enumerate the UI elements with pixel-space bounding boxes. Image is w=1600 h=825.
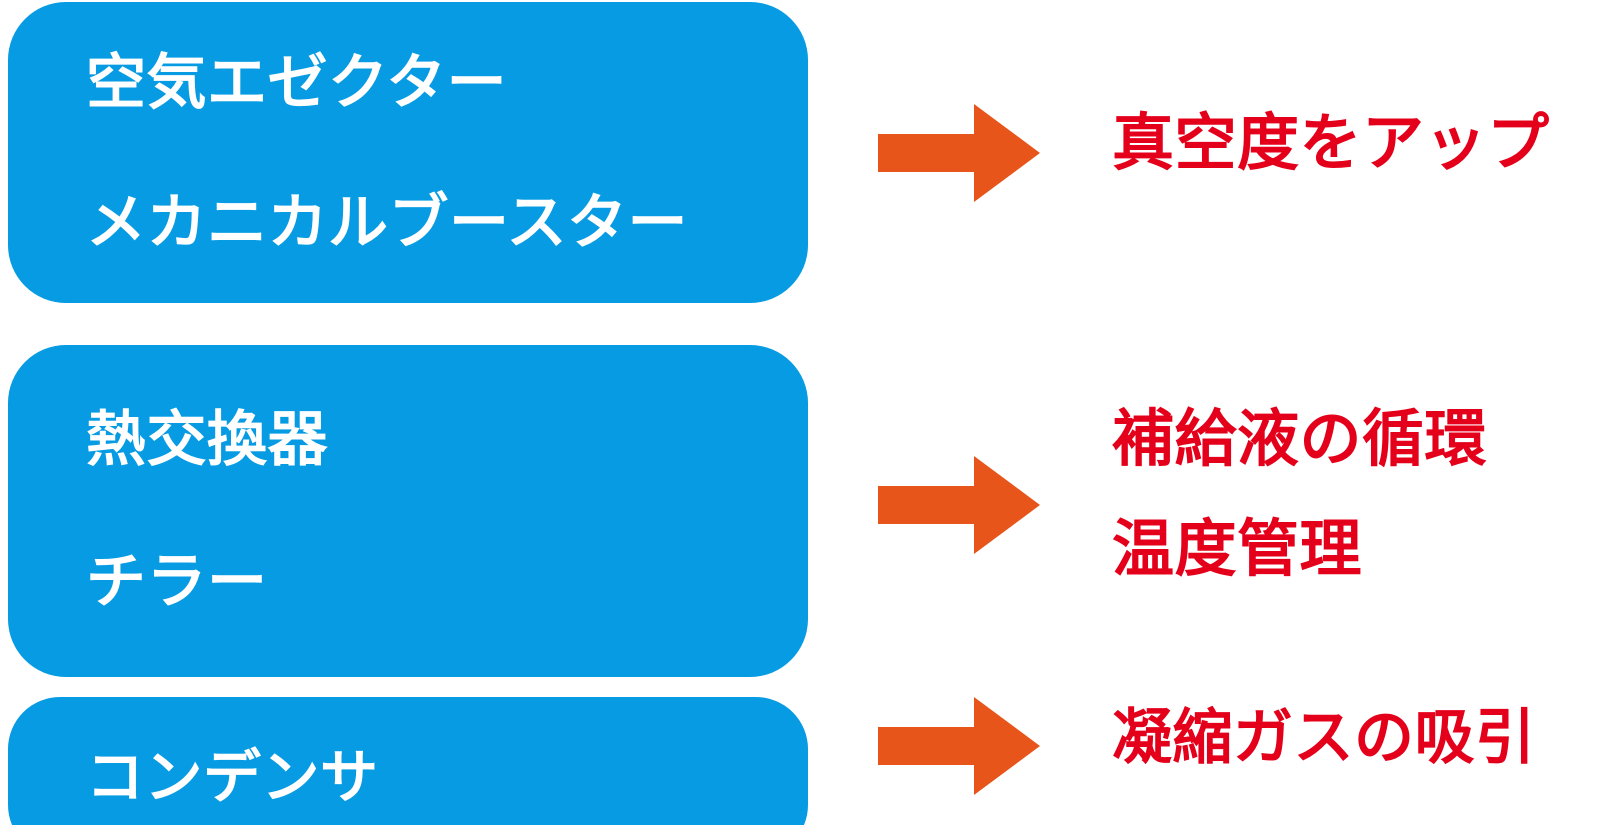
equipment-box-2-line-2: チラー xyxy=(86,547,268,617)
equipment-box-2-line-1: 熱交換器 xyxy=(86,405,328,475)
benefit-caption-1-line-1: 真空度をアップ xyxy=(1112,106,1550,179)
benefit-caption-2-line-2: 温度管理 xyxy=(1112,512,1363,585)
equipment-box-1: 空気エゼクター メカニカルブースター xyxy=(8,2,808,303)
equipment-box-2: 熱交換器 チラー xyxy=(8,345,808,677)
arrow-right-icon-2 xyxy=(878,456,1040,554)
benefit-caption-2-line-1: 補給液の循環 xyxy=(1112,402,1488,475)
benefit-caption-2: 補給液の循環 温度管理 xyxy=(1112,408,1600,580)
equipment-box-3-line-1: コンデンサ xyxy=(86,743,379,811)
benefit-caption-3-line-1: 凝縮ガスの吸引 xyxy=(1112,703,1536,773)
benefit-caption-1: 真空度をアップ xyxy=(1112,112,1600,174)
equipment-box-1-line-2: メカニカルブースター xyxy=(86,187,688,258)
benefit-caption-3: 凝縮ガスの吸引 xyxy=(1112,708,1600,768)
equipment-box-1-line-1: 空気エゼクター xyxy=(86,47,508,118)
equipment-box-3: コンデンサ xyxy=(8,697,808,825)
arrow-right-icon-3 xyxy=(878,697,1040,795)
arrow-right-icon-1 xyxy=(878,104,1040,202)
